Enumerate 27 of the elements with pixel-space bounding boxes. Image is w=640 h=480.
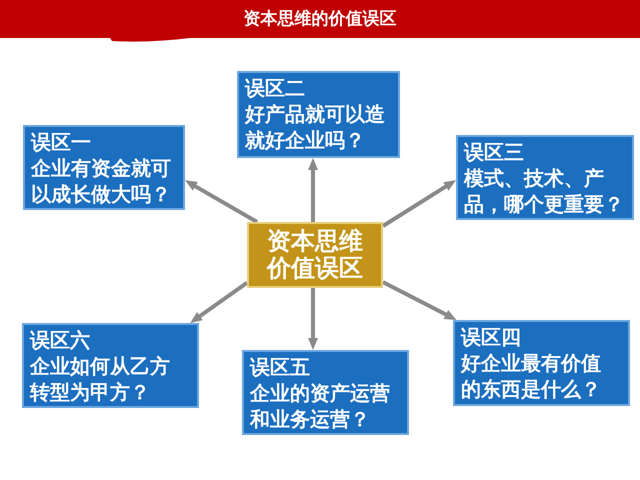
arrow: [382, 178, 458, 228]
question-box: [453, 320, 630, 406]
question-text: 好产品就可以造就好企业吗？: [245, 101, 386, 153]
question-text: 企业的资产运营和业务运营？: [250, 380, 391, 432]
question-text: 企业有资金就可以成长做大吗？: [31, 155, 172, 207]
box-heading: 误区三: [464, 139, 525, 165]
arrow: [308, 158, 318, 222]
question-box: [22, 323, 199, 408]
arrow: [308, 288, 318, 350]
topic-label: 资本思维价值误区: [265, 228, 364, 282]
question-box: [242, 350, 409, 435]
title: 资本思维的价值误区: [244, 8, 396, 30]
arrow: [382, 280, 458, 322]
question-box: [237, 71, 400, 158]
box-heading: 误区五: [250, 354, 311, 380]
topic-box: [247, 222, 383, 288]
question-box: [23, 125, 185, 210]
box-heading: 误区六: [30, 327, 91, 353]
arrow: [189, 281, 248, 325]
box-heading: 误区一: [31, 129, 92, 155]
question-text: 好企业最有价值的东西是什么？: [461, 350, 602, 402]
question-text: 企业如何从乙方转型为甲方？: [30, 353, 171, 405]
arrow: [184, 178, 258, 224]
question-box: [456, 135, 634, 220]
box-heading: 误区四: [461, 324, 522, 350]
box-heading: 误区二: [245, 75, 306, 101]
question-text: 模式、技术、产品，哪个更重要？: [464, 165, 625, 217]
